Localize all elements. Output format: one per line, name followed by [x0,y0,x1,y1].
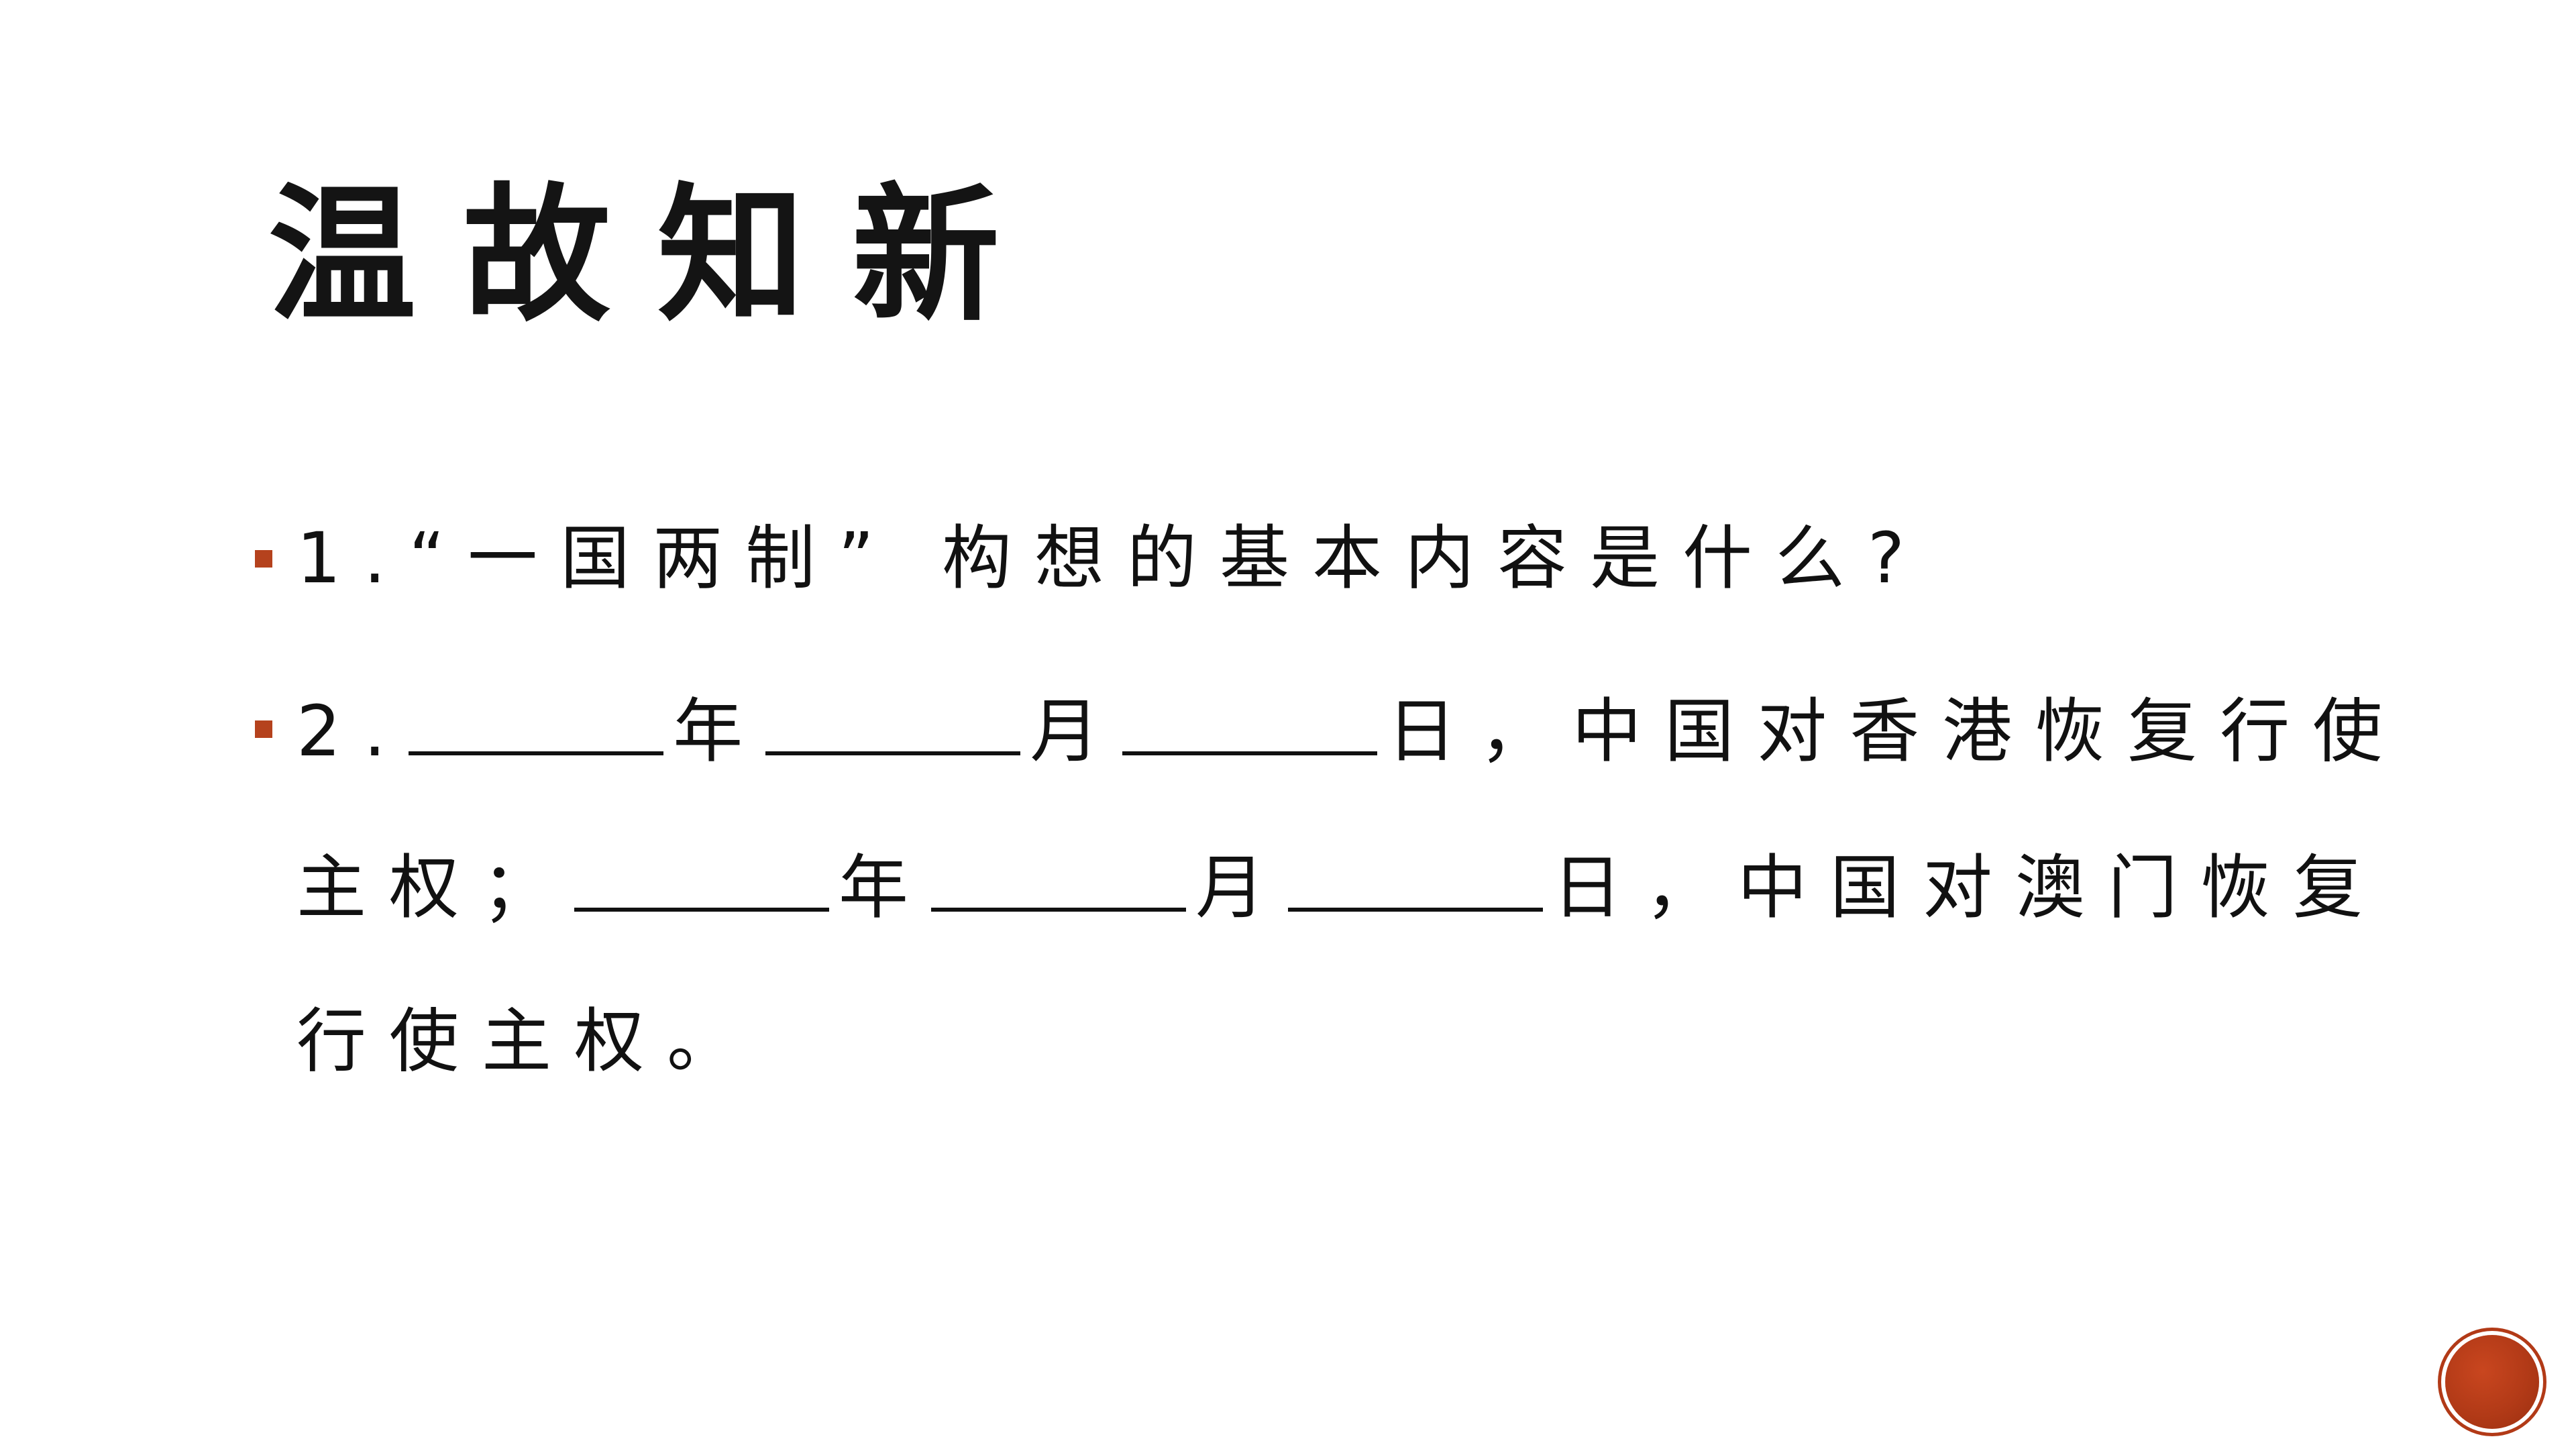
question-2-line-1: 2.年月日，中国对香港恢复行使 [255,694,2382,766]
label-day-macau: 日，中国对澳门恢复 [1552,847,2386,928]
label-year: 年 [673,690,766,772]
blank-macau-month [931,850,1187,912]
slide-number-badge [2445,1335,2539,1429]
label-exercise-sovereignty: 行使主权。 [297,1000,760,1082]
label-year: 年 [839,847,932,928]
question-2-number: 2. [297,690,409,772]
bullet-icon [255,720,272,738]
bullet-icon [255,550,272,568]
question-1: 1.“一国两制” 构想的基本内容是什么? [255,523,2334,593]
blank-macau-year [574,850,830,912]
blank-hk-year [409,694,664,755]
slide-body: 1.“一国两制” 构想的基本内容是什么? 2.年月日，中国对香港恢复行使 主权；… [255,510,2382,1076]
blank-hk-day [1122,694,1378,755]
blank-hk-month [765,694,1021,755]
question-2-line-3: 行使主权。 [255,1006,2334,1076]
label-month: 月 [1030,690,1123,772]
label-day-hk: 日，中国对香港恢复行使 [1387,690,2406,772]
label-month: 月 [1195,847,1289,928]
question-1-text: 1.“一国两制” 构想的基本内容是什么? [297,517,1928,599]
question-2-line-2: 主权；年月日，中国对澳门恢复 [255,850,2363,922]
label-sovereignty: 主权； [297,847,575,928]
slide-title: 温故知新 [268,168,1047,341]
blank-macau-day [1288,850,1544,912]
